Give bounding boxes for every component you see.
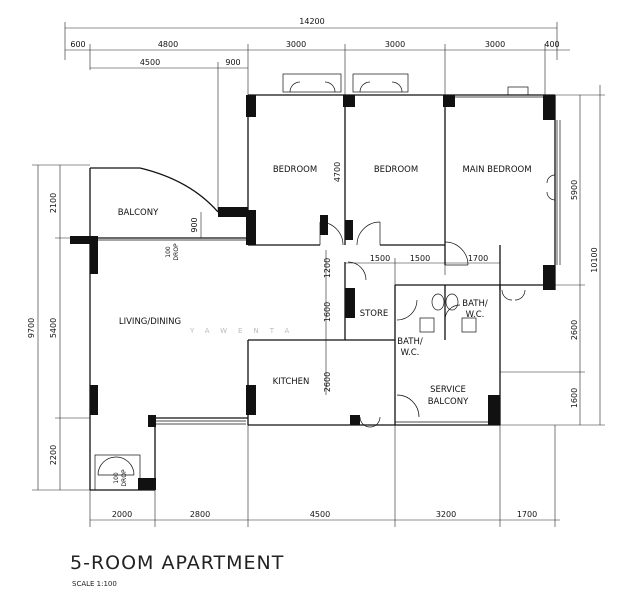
dim-bottom-2800: 2800 [190, 510, 210, 519]
dim-right-2600: 2600 [570, 320, 579, 340]
walls [89, 94, 556, 491]
dim-left-9700: 9700 [27, 318, 36, 338]
room-bath-wc-1-line1: BATH/ [397, 337, 423, 347]
dim-balcony-900: 900 [225, 58, 240, 67]
floor-plan-drawing: 14200 600 4800 3000 3000 3000 400 4500 9… [27, 17, 605, 527]
watermark: YAWENTA [189, 327, 300, 335]
room-balcony: BALCONY [118, 208, 159, 218]
room-kitchen: KITCHEN [273, 377, 310, 387]
room-bath-wc-2-line1: BATH/ [462, 299, 488, 309]
dim-bottom-2000: 2000 [112, 510, 132, 519]
dim-top-total: 14200 [299, 17, 324, 26]
dim-bath-1500-a: 1500 [370, 254, 390, 263]
room-bath-wc-2-line2: W.C. [466, 310, 485, 320]
dim-right-1600: 1600 [570, 388, 579, 408]
dim-kitchen-2600: 2600 [323, 372, 332, 392]
dim-top-3000-a: 3000 [286, 40, 306, 49]
dim-bath-1500-b: 1500 [410, 254, 430, 263]
dim-bottom-4500: 4500 [310, 510, 330, 519]
dim-store-1200: 1200 [323, 258, 332, 278]
room-bedroom-2: BEDROOM [374, 165, 418, 175]
plan-title: 5-ROOM APARTMENT [70, 552, 285, 574]
room-store: STORE [360, 309, 389, 319]
room-service-balcony-line2: BALCONY [428, 397, 469, 407]
drop-1-value: 100 [165, 246, 172, 258]
dim-left-2200: 2200 [49, 445, 58, 465]
dim-balcony-depth-900: 900 [190, 217, 199, 232]
room-bedroom-1: BEDROOM [273, 165, 317, 175]
plan-scale: SCALE 1:100 [72, 580, 117, 588]
dim-left-2100: 2100 [49, 193, 58, 213]
drop-2-label: DROP [121, 469, 128, 487]
dimension-labels: 14200 600 4800 3000 3000 3000 400 4500 9… [27, 17, 599, 519]
dim-top-3000-c: 3000 [485, 40, 505, 49]
drop-notes: 100 DROP 100 DROP [113, 243, 180, 487]
dim-top-4800: 4800 [158, 40, 178, 49]
room-main-bedroom: MAIN BEDROOM [462, 165, 531, 175]
dim-bath-1700: 1700 [468, 254, 488, 263]
structural-columns [70, 95, 555, 490]
dim-bottom-1700: 1700 [517, 510, 537, 519]
dim-bottom-3200: 3200 [436, 510, 456, 519]
drop-1-label: DROP [173, 243, 180, 261]
dim-left-5400: 5400 [49, 318, 58, 338]
dim-store-1600: 1600 [323, 302, 332, 322]
dim-balcony-4500: 4500 [140, 58, 160, 67]
room-labels: BEDROOM BEDROOM MAIN BEDROOM BALCONY LIV… [118, 165, 532, 407]
room-living-dining: LIVING/DINING [119, 317, 181, 327]
dim-right-10100: 10100 [590, 247, 599, 272]
dim-bedroom-4700: 4700 [333, 162, 342, 182]
dim-top-400: 400 [544, 40, 559, 49]
dim-top-3000-b: 3000 [385, 40, 405, 49]
windows-doors [94, 73, 561, 491]
dim-top-600: 600 [70, 40, 85, 49]
dim-right-5900: 5900 [570, 180, 579, 200]
room-service-balcony-line1: SERVICE [430, 385, 466, 395]
room-bath-wc-1-line2: W.C. [401, 348, 420, 358]
dimension-lines [32, 22, 605, 527]
drop-2-value: 100 [113, 472, 120, 484]
